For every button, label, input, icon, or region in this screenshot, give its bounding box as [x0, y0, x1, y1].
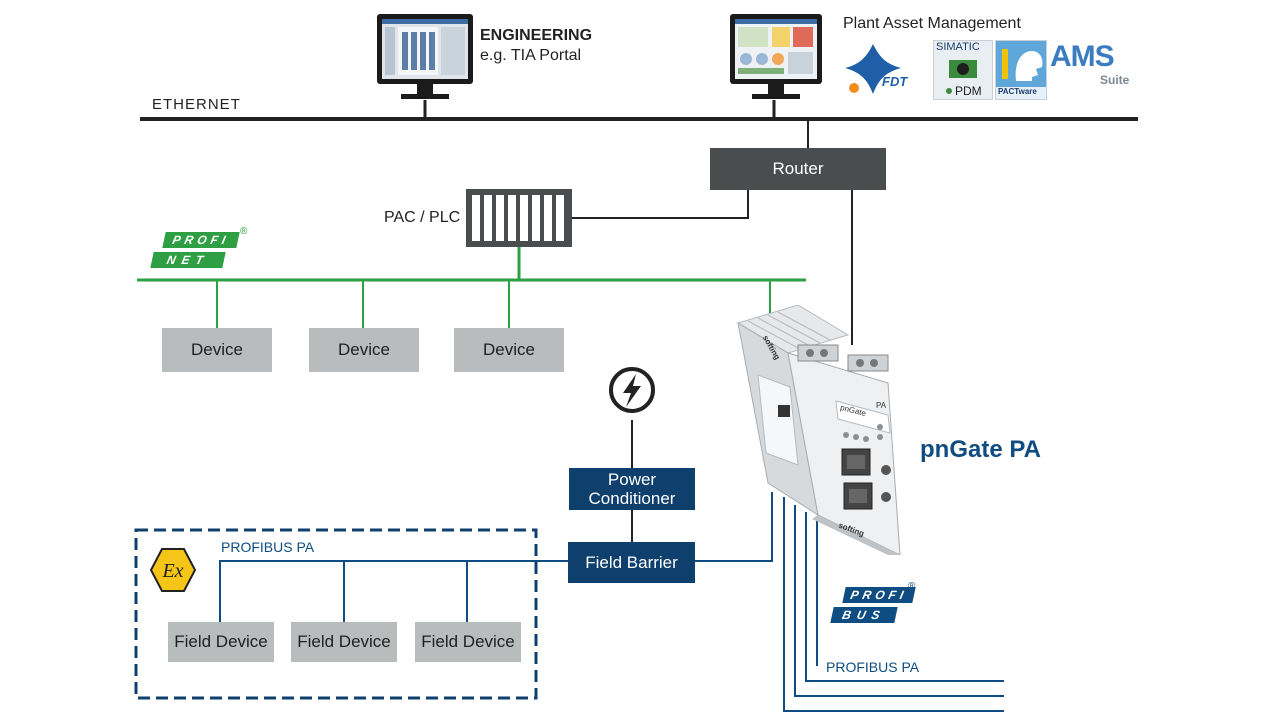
plc-rack-icon: [466, 189, 572, 247]
profibus-logo-line2: BUS: [830, 607, 898, 623]
barrier-gateway-link: [695, 492, 773, 562]
field-device: Field Device: [168, 622, 274, 662]
profibus-logo-reg: ®: [908, 581, 916, 592]
ex-hazard-symbol: Ex: [161, 560, 183, 582]
engineering-title: ENGINEERING: [480, 27, 593, 44]
router-label: Router: [772, 159, 824, 178]
pa-segment-3: [794, 505, 1004, 697]
asset-management-monitor-icon: [730, 14, 822, 99]
plc-label: PAC / PLC: [384, 209, 461, 226]
profinet-device-label: Device: [483, 340, 535, 359]
router-box: Router: [710, 148, 886, 190]
field-device: Field Device: [291, 622, 397, 662]
simatic-logo-text: SIMATIC: [936, 41, 980, 53]
fdt-logo-icon: [845, 44, 901, 94]
pdm-gear-icon: [949, 60, 977, 78]
power-conditioner-line1: Power: [607, 470, 657, 489]
profinet-device: Device: [454, 328, 564, 372]
pngate-device-image: [736, 305, 901, 555]
pa-segment-2: [805, 512, 1004, 682]
profinet-device: Device: [309, 328, 419, 372]
profinet-device: Device: [162, 328, 272, 372]
profinet-logo: PROFI NET ®: [150, 226, 250, 274]
ex-pa-bus: [219, 560, 568, 622]
profibus-logo-line1: PROFI: [842, 587, 916, 603]
pactware-head-icon: [996, 41, 1046, 87]
router-plc-link: [572, 190, 749, 219]
profibus-pa-right-label: PROFIBUS PA: [826, 659, 920, 675]
asset-management-title: Plant Asset Management: [843, 15, 1021, 32]
pdm-dot-icon: [946, 88, 952, 94]
field-device-label: Field Device: [297, 632, 391, 651]
field-device-label: Field Device: [174, 632, 268, 651]
profinet-logo-line1: PROFI: [162, 232, 240, 248]
profibus-logo: PROFI BUS ®: [830, 581, 930, 629]
pactware-logo-text: PACTware: [998, 87, 1037, 96]
pactware-logo: PACTware: [995, 40, 1047, 100]
ex-hazard-icon: Ex: [149, 548, 197, 592]
power-conditioner-box: Power Conditioner: [569, 468, 695, 510]
engineering-monitor-icon: [377, 14, 473, 99]
ex-profibus-pa-label: PROFIBUS PA: [221, 539, 315, 555]
power-conditioner-line2: Conditioner: [588, 489, 676, 508]
profinet-device-label: Device: [338, 340, 390, 359]
pa-segment-4: [783, 497, 1004, 712]
pngate-front-model: PA: [876, 401, 887, 410]
field-barrier-box: Field Barrier: [568, 542, 695, 583]
pdm-logo-text: PDM: [955, 84, 982, 98]
profinet-device-label: Device: [191, 340, 243, 359]
ethernet-label: ETHERNET: [152, 96, 241, 113]
simatic-pdm-logo: SIMATIC PDM: [933, 40, 993, 100]
lightning-icon: [609, 367, 655, 413]
profinet-logo-line2: NET: [150, 252, 226, 268]
ex-zone-boundary: [134, 528, 538, 700]
profinet-logo-reg: ®: [240, 226, 248, 237]
pngate-label: pnGate PA: [920, 436, 1041, 463]
ams-logo-text: AMS: [1050, 40, 1115, 73]
field-device-label: Field Device: [421, 632, 515, 651]
engineering-subtitle: e.g. TIA Portal: [480, 47, 582, 64]
field-barrier-label: Field Barrier: [585, 553, 678, 572]
field-device: Field Device: [415, 622, 521, 662]
ams-suite-text: Suite: [1100, 73, 1130, 87]
fdt-logo-text: FDT: [882, 74, 908, 89]
